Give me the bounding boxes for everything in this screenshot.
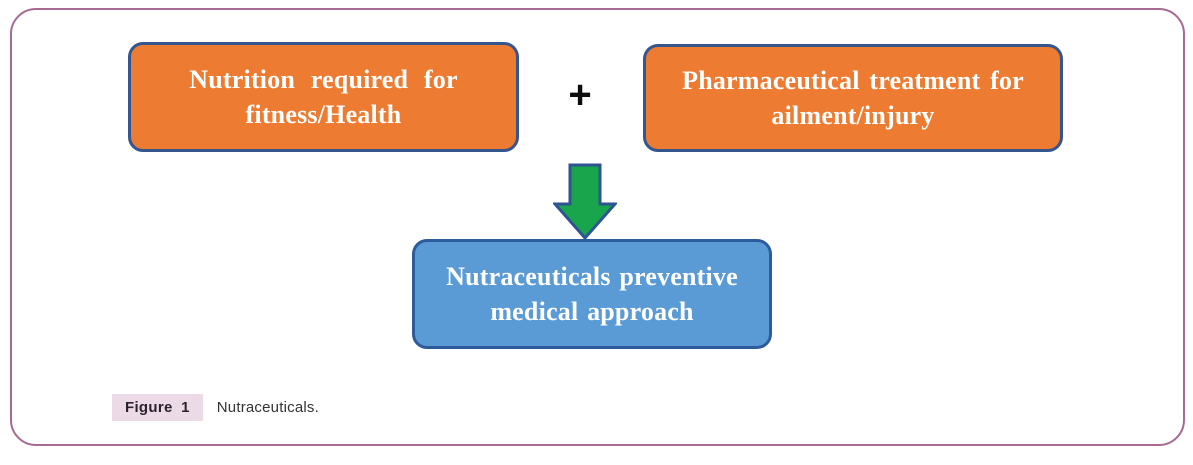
nutraceuticals-box-line1: Nutraceuticals preventive	[446, 262, 738, 291]
figure-panel: Nutrition required for fitness/Health + …	[10, 8, 1185, 446]
nutraceuticals-box-line2: medical approach	[490, 297, 694, 326]
pharmaceutical-box-line1: Pharmaceutical treatment for	[682, 66, 1024, 95]
nutrition-box: Nutrition required for fitness/Health	[128, 42, 519, 152]
nutrition-box-line2: fitness/Health	[245, 100, 402, 129]
nutraceuticals-box: Nutraceuticals preventive medical approa…	[412, 239, 772, 349]
down-arrow-icon	[551, 163, 619, 241]
plus-sign: +	[568, 72, 592, 117]
figure-caption-label: Figure 1	[112, 394, 203, 421]
pharmaceutical-box: Pharmaceutical treatment for ailment/inj…	[643, 44, 1063, 152]
down-arrow-shape	[551, 163, 619, 241]
figure-caption-text: Nutraceuticals.	[216, 399, 319, 416]
nutrition-box-line1: Nutrition required for	[189, 65, 458, 94]
figure-caption: Figure 1 Nutraceuticals.	[112, 394, 319, 421]
pharmaceutical-box-line2: ailment/injury	[771, 101, 935, 130]
